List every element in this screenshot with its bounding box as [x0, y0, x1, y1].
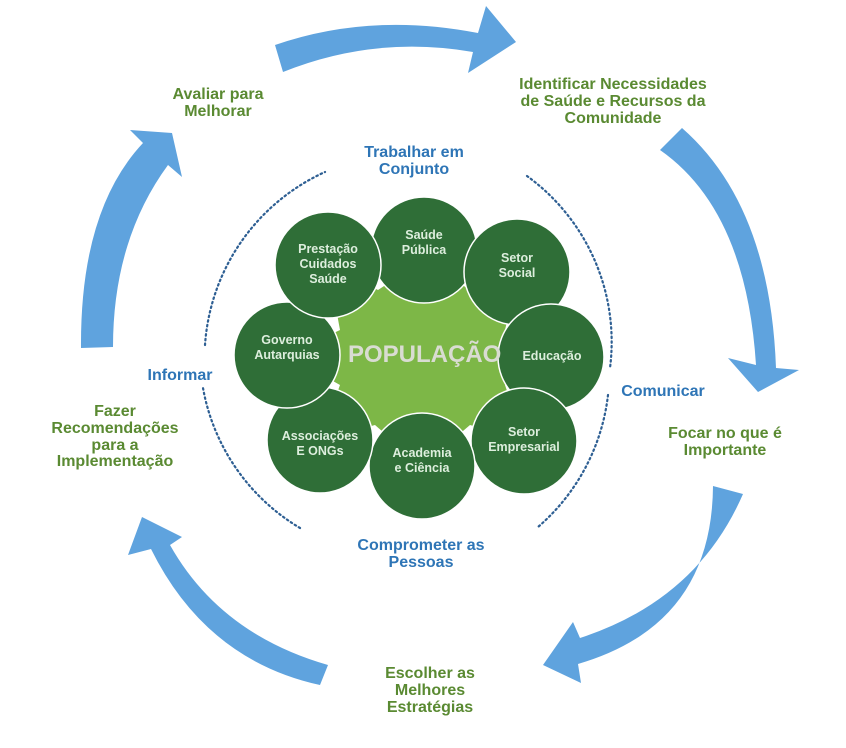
arrow-bottom-right-icon [543, 486, 743, 683]
arrow-top-icon [275, 6, 516, 73]
sector-label-setor-empresarial: Setor Empresarial [488, 425, 560, 454]
sector-label-prestacao: Prestação Cuidados Saúde [298, 242, 358, 286]
action-comunicar: Comunicar [621, 383, 705, 400]
step-avaliar: Avaliar para Melhorar [172, 86, 264, 120]
dotted-arc-bottom-right [536, 393, 610, 529]
sector-circles [233, 196, 605, 520]
step-escolher: Escolher as Melhores Estratégias [385, 665, 475, 716]
sector-circle-setor-empresarial[interactable] [470, 387, 578, 495]
sector-label-governo: Governo Autarquias [254, 333, 320, 362]
dotted-arc-bottom-left [201, 386, 302, 530]
sector-label-associacoes: Associações E ONGs [281, 429, 359, 458]
arrow-left-icon [80, 130, 182, 348]
dotted-ring [201, 170, 613, 530]
sector-circle-governo[interactable] [233, 301, 341, 409]
sector-circle-academia[interactable] [368, 412, 476, 520]
cycle-arrows [80, 6, 799, 685]
arrow-right-icon [660, 128, 799, 392]
sector-circle-prestacao[interactable] [274, 211, 382, 319]
center-label: POPULAÇÃO [348, 341, 502, 368]
sector-label-setor-social: Setor Social [498, 251, 536, 280]
dotted-arc-top-right [525, 174, 613, 370]
dotted-arc-top-left [203, 170, 327, 347]
sector-label-educacao: Educação [522, 349, 582, 363]
sector-label-saude-publica: Saúde Pública [401, 228, 447, 257]
action-comprometer: Comprometer as Pessoas [357, 537, 485, 571]
step-identificar: Identificar Necessidades de Saúde e Recu… [519, 76, 707, 127]
step-focar: Focar no que é Importante [668, 425, 782, 459]
arrow-bottom-left-icon [128, 517, 328, 685]
step-fazer: Fazer Recomendações para a Implementação [51, 403, 179, 471]
sector-label-academia: Academia e Ciência [392, 446, 452, 475]
action-trabalhar: Trabalhar em Conjunto [364, 144, 464, 178]
action-informar: Informar [147, 367, 213, 384]
